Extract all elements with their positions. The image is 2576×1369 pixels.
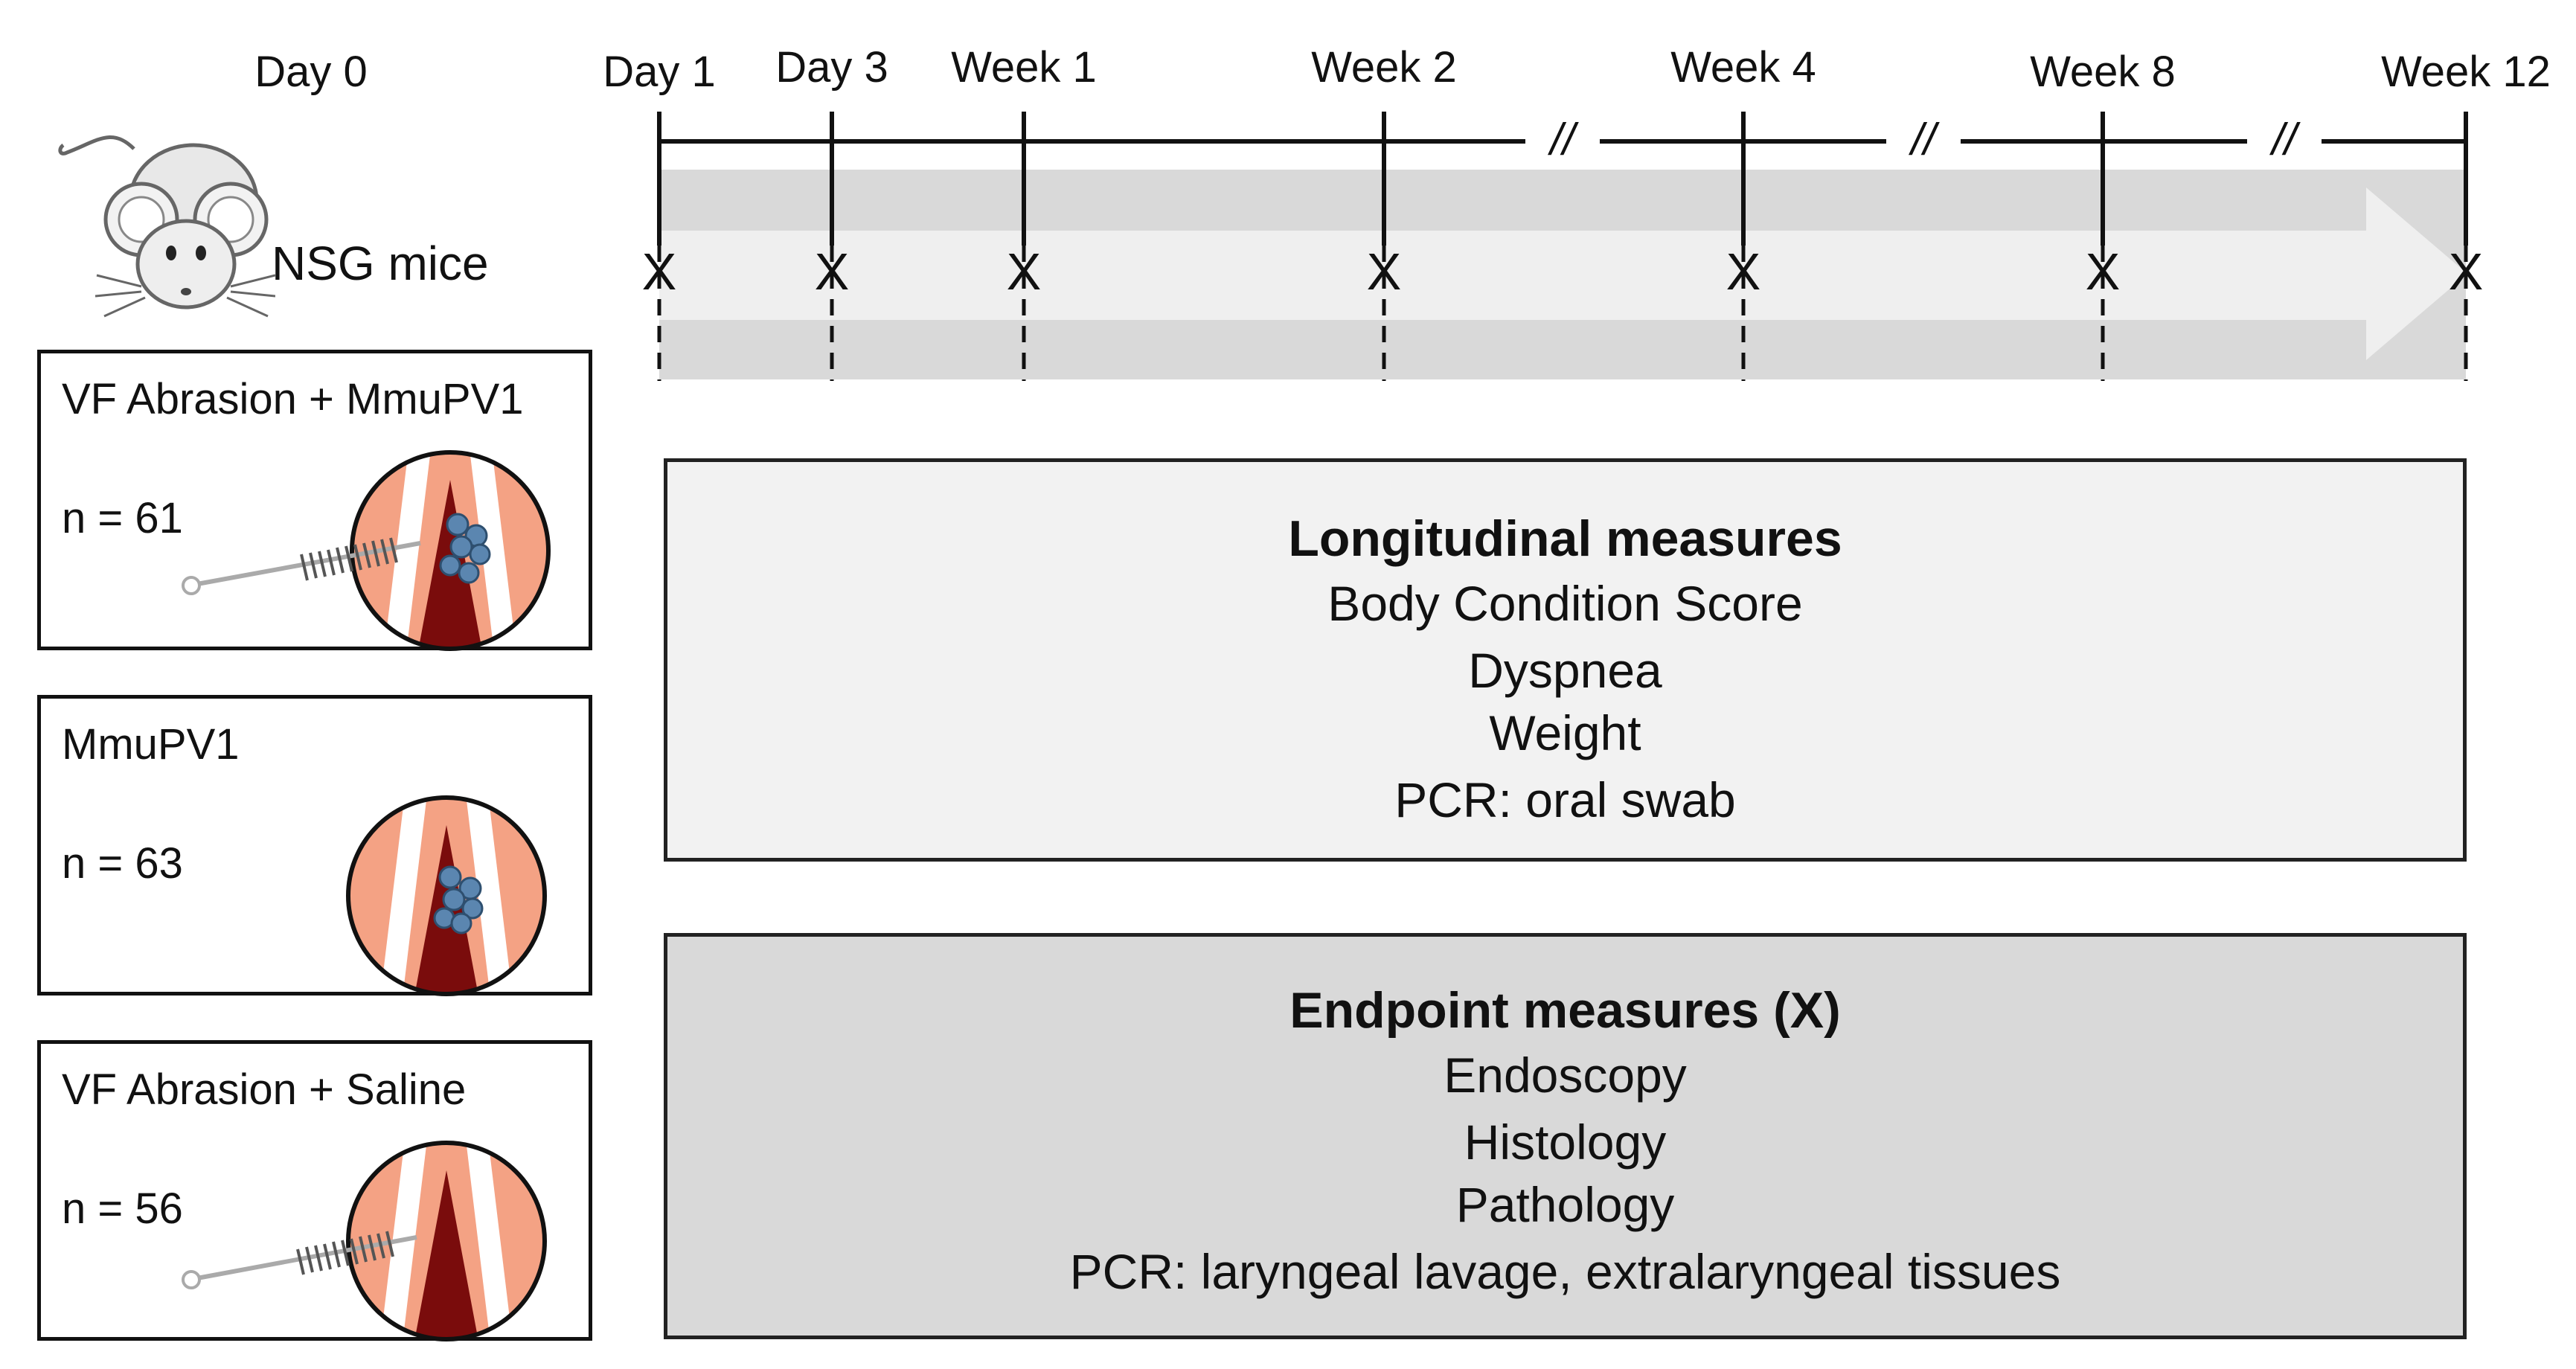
measure-item: PCR: laryngeal lavage, extralaryngeal ti… (1069, 1244, 2061, 1299)
endpoint-heading: Endpoint measures (X) (1289, 982, 1841, 1039)
timepoint-label: Day 3 (775, 43, 888, 92)
endpoint-x-marker: X (2448, 243, 2484, 301)
group-sample-size: n = 56 (62, 1184, 183, 1233)
endpoint-x-marker: X (1006, 243, 1042, 301)
timeline-arrow (659, 187, 2467, 360)
mouse-strain-label: NSG mice (272, 237, 489, 290)
measure-item: Weight (1489, 705, 1641, 760)
measure-item: Body Condition Score (1327, 576, 1803, 631)
measure-item: Pathology (1455, 1177, 1675, 1232)
longitudinal-heading: Longitudinal measures (1288, 510, 1842, 567)
measure-item: PCR: oral swab (1394, 772, 1736, 827)
timeline-graphic (657, 112, 2468, 381)
timepoint-label: Day 1 (603, 48, 716, 96)
axis-break-marker: // (1911, 115, 1936, 164)
larynx-virus-icon (346, 795, 547, 996)
timepoint-label: Week 8 (2030, 48, 2176, 96)
endpoint-x-marker: X (814, 243, 850, 301)
endpoint-x-marker: X (1366, 243, 1402, 301)
larynx-abrasion-virus-icon (182, 450, 551, 651)
timeline-dashed-ticks (657, 246, 2468, 381)
group-title: MmuPV1 (62, 720, 240, 769)
timeline-ticks (657, 112, 2468, 246)
measure-item: Endoscopy (1444, 1048, 1687, 1103)
endpoint-x-marker: X (641, 243, 677, 301)
group-card-abrasion-mmupv1: VF Abrasion + MmuPV1 n = 61 (37, 350, 592, 651)
group-card-abrasion-saline: VF Abrasion + Saline n = 56 (37, 1040, 592, 1341)
group-card-mmupv1: MmuPV1 n = 63 (37, 695, 592, 996)
mouse-icon (58, 135, 275, 318)
endpoint-x-marker: X (1726, 243, 1761, 301)
axis-break-marker: // (2272, 115, 2297, 164)
timepoint-label: Week 1 (951, 43, 1097, 92)
group-title: VF Abrasion + MmuPV1 (62, 375, 524, 423)
longitudinal-measures-box: Longitudinal measures Body Condition Sco… (664, 458, 2467, 862)
timepoint-label: Week 2 (1311, 43, 1457, 92)
group-sample-size: n = 61 (62, 494, 183, 542)
endpoint-x-marker: X (2085, 243, 2121, 301)
axis-break-marker: // (1550, 115, 1575, 164)
larynx-abrasion-icon (182, 1141, 547, 1341)
timepoint-label: Week 12 (2381, 48, 2551, 96)
measure-item: Histology (1464, 1115, 1667, 1170)
group-sample-size: n = 63 (62, 839, 183, 888)
endpoint-measures-box: Endpoint measures (X) Endoscopy Histolog… (664, 933, 2467, 1339)
timepoint-label: Week 4 (1670, 43, 1816, 92)
group-title: VF Abrasion + Saline (62, 1065, 467, 1114)
day0-label: Day 0 (254, 48, 368, 96)
measure-item: Dyspnea (1468, 643, 1662, 698)
